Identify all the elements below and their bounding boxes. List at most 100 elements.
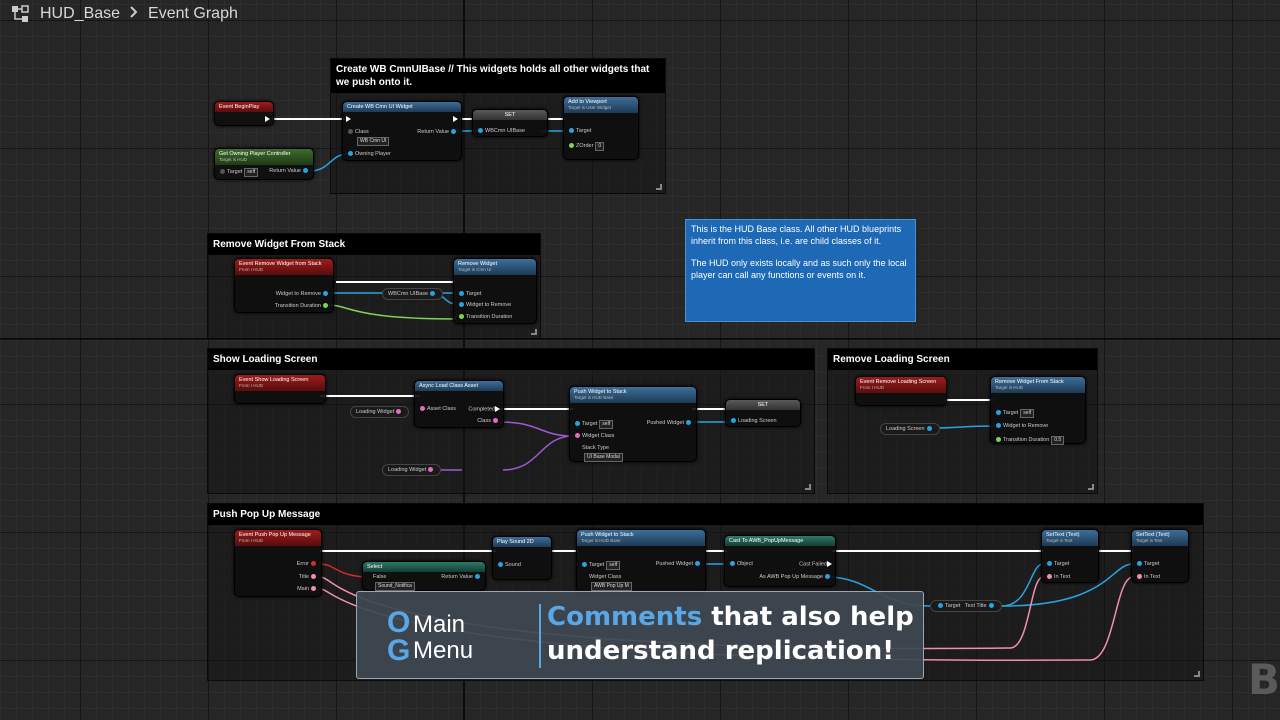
node-subtitle: Target is HUD (219, 157, 248, 162)
pin-label: ZOrder (576, 143, 594, 149)
pin-value[interactable]: 0.5 (1051, 436, 1065, 445)
node-subtitle: Target is User Widget (568, 105, 612, 110)
pin-label: Cast Failed (799, 561, 827, 568)
pin-value[interactable]: self (599, 420, 614, 429)
node-title: Event Remove Loading Screen (860, 379, 937, 385)
logo-letter-g: G (387, 634, 411, 667)
node-subtitle: Target is Cmn UI (458, 267, 492, 272)
pin-label: In Text (1054, 574, 1071, 580)
exec-out[interactable] (265, 116, 270, 123)
comment-show-loading[interactable]: Show Loading Screen (207, 348, 815, 494)
node-subtitle: From I HUD (239, 538, 263, 543)
pin-label: Error (296, 561, 309, 567)
pin-label: Widget to Remove (1003, 423, 1049, 429)
pin-label: Target (1003, 410, 1019, 416)
pin-label: Transition Duration (1003, 437, 1050, 443)
node-title: SetText (Text) (1046, 532, 1080, 538)
pin-label: Stack Type (582, 445, 610, 451)
pin-label: Widget Class (589, 574, 622, 580)
pin-label: Target (466, 291, 482, 297)
pin-label: Return Value (269, 168, 301, 174)
comment-remove-loading[interactable]: Remove Loading Screen (827, 348, 1098, 494)
pin-label: False (373, 574, 387, 580)
pin-label: Owning Player (355, 151, 391, 157)
node-title: Event BeginPlay (215, 102, 273, 112)
node-subtitle: From I HUD (239, 267, 263, 272)
node-event-beginplay[interactable]: Event BeginPlay (214, 101, 274, 126)
pin-value[interactable]: self (244, 168, 259, 177)
var-label: Loading Screen (886, 426, 925, 432)
pin-label: Target (945, 603, 961, 609)
comment-title: Create WB CmnUIBase // This widgets hold… (331, 59, 665, 93)
class-dropdown[interactable]: WB Cmn UI (357, 137, 390, 146)
node-get-text-title[interactable]: Target Text Title (930, 600, 1002, 612)
pin-label: Transition Duration (466, 314, 513, 320)
var-loading-widget[interactable]: Loading Widget (350, 406, 410, 418)
node-settext-1[interactable]: SetText (Text)Target is Text Target In T… (1041, 529, 1099, 583)
node-title: Remove Widget From Stack (995, 379, 1064, 385)
node-create-widget[interactable]: Create WB Cmn UI Widget Class WB Cmn UI … (342, 101, 462, 161)
node-subtitle: Target is HUD Base (574, 395, 614, 400)
pin-value[interactable]: self (1020, 409, 1035, 418)
var-wbcmn-uibase[interactable]: WBCmn UIBase (382, 288, 444, 300)
comment-title: Push Pop Up Message (208, 504, 1203, 525)
pin-label: Completed (468, 406, 495, 413)
comment-title: Remove Loading Screen (828, 349, 1097, 370)
hud-base-note[interactable]: This is the HUD Base class. All other HU… (685, 219, 916, 322)
pin-value[interactable]: 0 (595, 142, 605, 151)
pin-label: Target (576, 128, 592, 134)
pin-value[interactable]: Sound_Notifica (375, 582, 415, 591)
breadcrumb-graph[interactable]: Event Graph (148, 5, 238, 22)
node-play-sound-2d[interactable]: Play Sound 2D Sound (492, 536, 552, 580)
pin-label: Pushed Widget (655, 561, 693, 567)
pin-label: Target (1054, 561, 1070, 567)
note-paragraph-2: The HUD only exists locally and as such … (691, 258, 907, 280)
widget-class-dropdown[interactable]: AWB Pop Up M (591, 582, 632, 591)
pin-label: Sound (505, 562, 521, 568)
node-title: Remove Widget (458, 261, 498, 267)
banner-line1: that also help (702, 602, 914, 632)
node-title: Event Push Pop Up Message (239, 532, 311, 538)
node-title: Add to Viewport (568, 99, 607, 105)
stack-type-dropdown[interactable]: UI Base Modal (584, 453, 623, 462)
node-async-load-class[interactable]: Async Load Class Asset Asset Class Compl… (414, 380, 504, 428)
banner-highlight: Comments (547, 602, 703, 632)
pin-label: As AWB Pop Up Message (759, 574, 823, 580)
comment-title: Remove Widget From Stack (208, 234, 540, 255)
pin-label: Main (297, 586, 309, 592)
pin-label: Class (477, 418, 491, 424)
breadcrumb: HUD_Base Event Graph (0, 0, 238, 28)
node-title: Push Widget to Stack (581, 532, 634, 538)
var-label: Loading Widget (356, 409, 395, 415)
pin-label: In Text (1144, 574, 1161, 580)
chevron-right-icon (130, 5, 138, 23)
node-set-widget[interactable]: SET WBCmn UIBase (472, 109, 548, 137)
node-title: Get Owning Player Controller (219, 151, 291, 157)
pin-label: Widget to Remove (466, 302, 512, 308)
node-select[interactable]: Select False Return Value Sound_Notifica (362, 561, 486, 591)
pin-label: Widget to Remove (275, 291, 321, 297)
node-subtitle: Target is HUD Base (581, 538, 621, 543)
node-title: SetText (Text) (1136, 532, 1170, 538)
banner-divider (539, 604, 541, 668)
pin-label: Target (582, 421, 598, 427)
node-settext-2[interactable]: SetText (Text)Target is Text Target In T… (1131, 529, 1189, 583)
pin-value[interactable]: self (606, 561, 621, 570)
var-loading-screen[interactable]: Loading Screen (880, 423, 940, 435)
breadcrumb-asset[interactable]: HUD_Base (40, 5, 121, 22)
node-cast-popup[interactable]: Cast To AWB_PopUpMessage Object Cast Fai… (724, 535, 836, 587)
var-loading-widget-2[interactable]: Loading Widget (382, 464, 442, 476)
node-title: Event Remove Widget from Stack (239, 261, 322, 267)
node-title: SET (726, 400, 800, 410)
node-set-loading[interactable]: SET Loading Screen (725, 399, 801, 427)
